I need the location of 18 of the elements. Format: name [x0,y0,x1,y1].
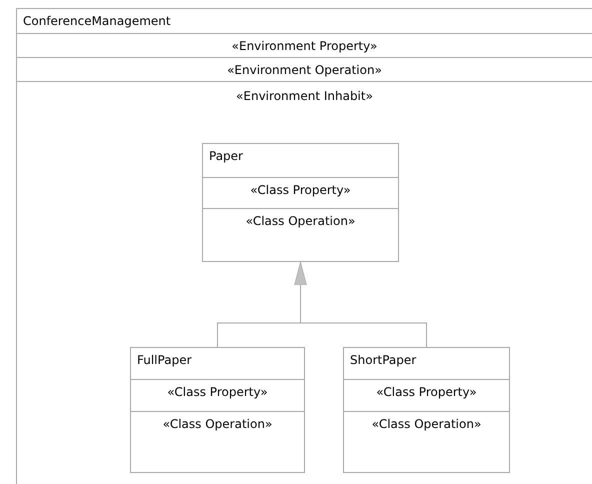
stereotype-label: «Environment Operation» [227,63,382,77]
stereotype-label: «Environment Inhabit» [236,89,373,103]
stereotype-label: «Class Operation» [372,417,482,431]
stereotype-label: «Class Operation» [246,214,356,228]
stereotype-label: «Environment Property» [232,39,378,53]
class-name: FullPaper [137,353,192,367]
stereotype-label: «Class Property» [167,385,268,399]
class-box [130,347,305,473]
stereotype-label: «Class Property» [250,183,351,197]
class-name: ShortPaper [350,353,416,367]
stereotype-label: «Class Operation» [162,417,272,431]
class-box [202,143,399,262]
generalization-arrow [294,262,427,348]
package-frame [16,8,592,484]
class-name: Paper [209,149,243,163]
stereotype-label: «Class Property» [376,385,477,399]
diagram-name: ConferenceManagement [23,14,171,28]
class-box [343,347,510,473]
